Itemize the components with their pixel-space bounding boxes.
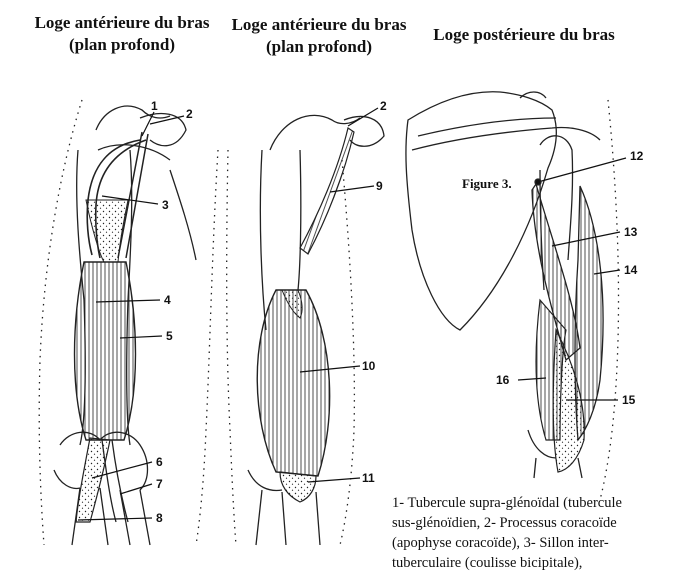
caption-line-1: 1- Tubercule supra-glénoïdal (tubercule (392, 495, 622, 511)
callout-2: 2 (186, 107, 193, 121)
legend-caption: 1- Tubercule supra-glénoïdal (tubercule … (392, 493, 692, 573)
callout-11: 11 (362, 471, 375, 485)
callout-9: 9 (376, 179, 383, 193)
panel2-drawing (226, 107, 385, 546)
panel3-callouts: 12 13 14 15 16 (496, 149, 644, 407)
callout-4: 4 (164, 293, 171, 307)
callout-5: 5 (166, 329, 173, 343)
callout-7: 7 (156, 477, 163, 491)
panel2-title-line2: (plan profond) (266, 37, 372, 56)
panel1-title: Loge antérieure du bras (plan profond) (22, 12, 222, 56)
callout-10: 10 (362, 359, 376, 373)
panel2-callouts: 2 9 10 11 (362, 99, 387, 485)
caption-line-2: sus-glénoïdien, 2- Processus coracoïde (392, 515, 617, 531)
panel1-title-line1: Loge antérieure du bras (34, 13, 210, 32)
panel2-title: Loge antérieure du bras (plan profond) (228, 14, 410, 58)
panel1-drawing (38, 99, 219, 546)
figure-label: Figure 3. (462, 176, 512, 191)
callout-2b: 2 (380, 99, 387, 113)
callout-14: 14 (624, 263, 638, 277)
callout-3: 3 (162, 198, 169, 212)
callout-8: 8 (156, 511, 163, 525)
callout-16: 16 (496, 373, 510, 387)
caption-line-4: tuberculaire (coulisse bicipitale), (392, 555, 583, 571)
panel3-title: Loge postérieure du bras (432, 24, 616, 46)
callout-15: 15 (622, 393, 636, 407)
panel2-title-line1: Loge antérieure du bras (231, 15, 407, 34)
anatomy-drawings: 1 2 3 4 5 6 7 8 2 9 (38, 91, 644, 546)
callout-13: 13 (624, 225, 638, 239)
panel1-callouts: 1 2 3 4 5 6 7 8 (151, 99, 193, 525)
callout-6: 6 (156, 455, 163, 469)
panel3-title-line1: Loge postérieure du bras (433, 25, 615, 44)
panel3-drawing (405, 91, 627, 501)
callout-12: 12 (630, 149, 644, 163)
callout-1: 1 (151, 99, 158, 113)
caption-line-3: (apophyse coracoïde), 3- Sillon inter- (392, 535, 609, 551)
panel1-title-line2: (plan profond) (69, 35, 175, 54)
